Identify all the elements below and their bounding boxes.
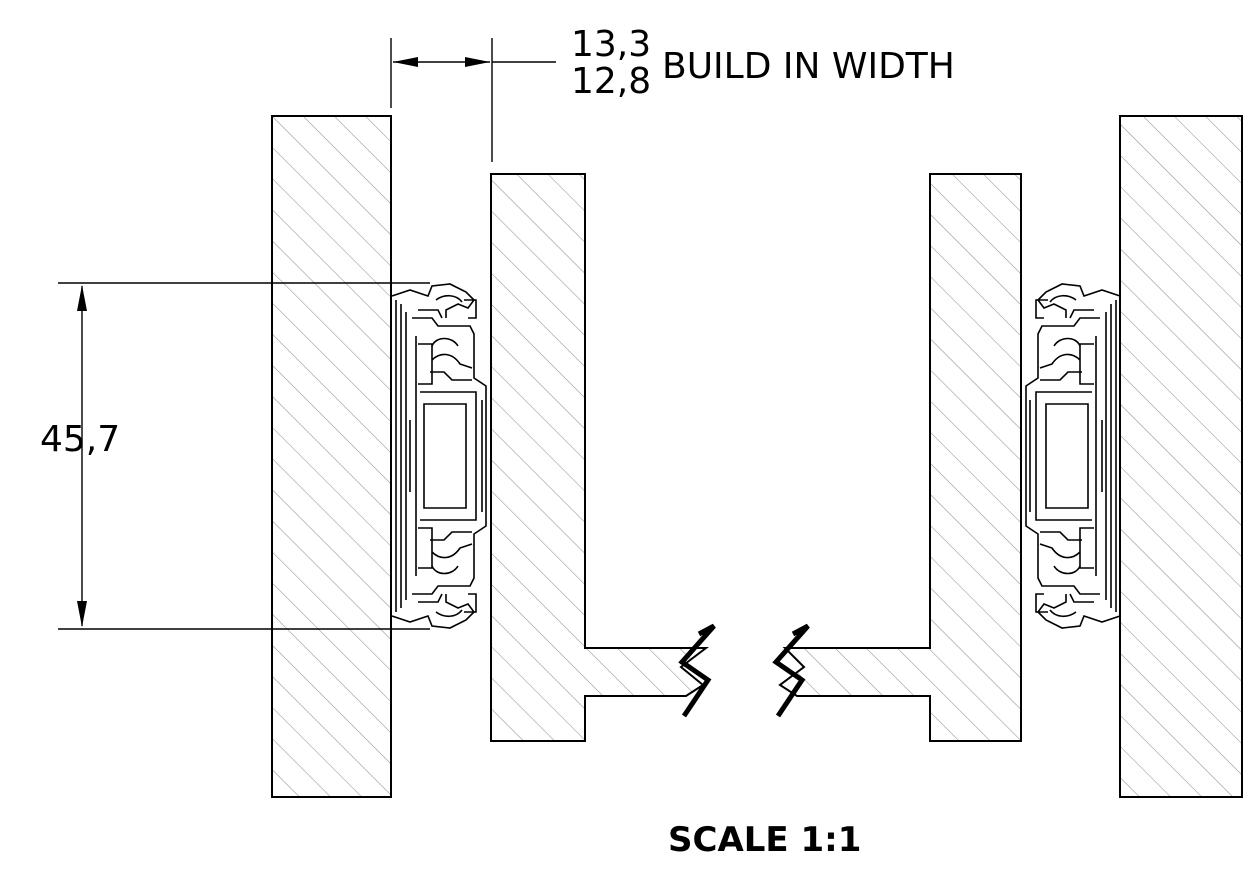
left-slide-mechanism xyxy=(391,283,487,629)
build-width-arrow-left xyxy=(393,57,418,67)
build-width-upper-value: 13,3 xyxy=(571,24,651,65)
right-slide-mechanism xyxy=(1025,283,1121,629)
build-width-label: BUILD IN WIDTH xyxy=(662,46,955,87)
slide-height-value: 45,7 xyxy=(40,419,120,460)
left-break-symbol xyxy=(678,623,716,718)
build-width-arrow-right xyxy=(465,57,490,67)
right-break-symbol xyxy=(772,623,810,718)
slide-height-dimension xyxy=(58,282,430,630)
build-width-dimension xyxy=(390,38,556,162)
scale-label: SCALE 1:1 xyxy=(668,820,861,860)
right-cabinet-panel xyxy=(1119,115,1243,798)
build-width-lower-value: 12,8 xyxy=(571,61,651,102)
left-cabinet-panel xyxy=(271,115,392,798)
slide-height-arrow-top xyxy=(77,285,87,311)
right-drawer-profile xyxy=(778,173,1022,742)
slide-height-arrow-bottom xyxy=(77,601,87,627)
left-drawer-profile xyxy=(490,173,709,742)
